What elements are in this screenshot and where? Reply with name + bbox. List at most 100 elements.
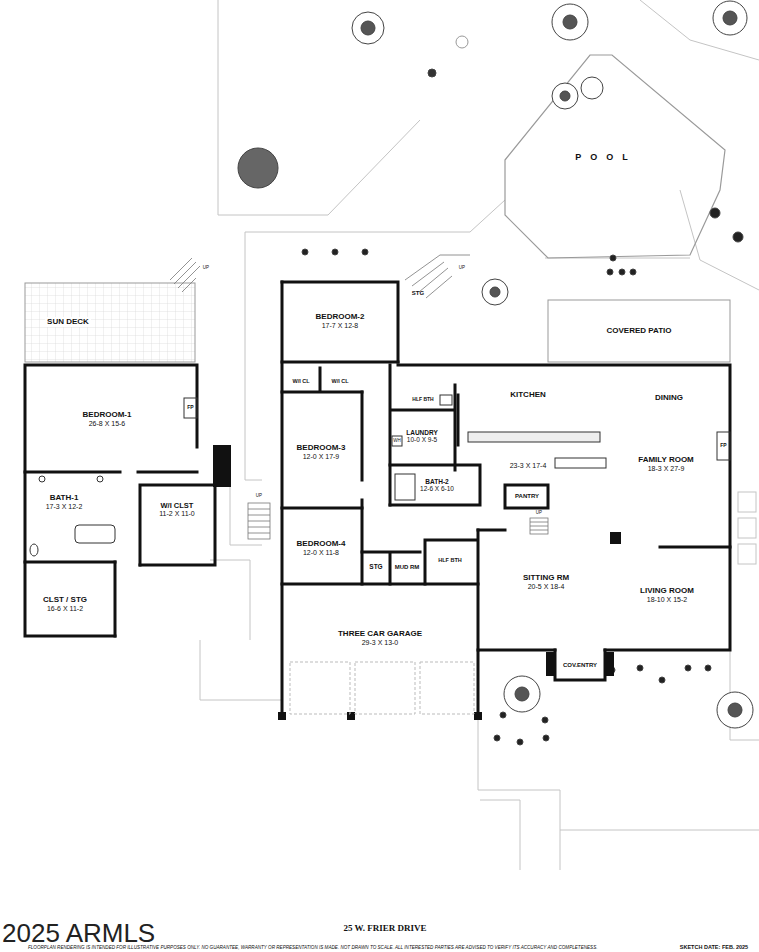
plan-label: UP [459, 265, 465, 270]
sun-deck [25, 283, 195, 362]
stairs [170, 255, 548, 539]
label-box: SKETCH DATE: FEB. 2025 [680, 944, 748, 950]
room-label: SUN DECK [44, 316, 92, 327]
plan-label: UP [536, 510, 542, 515]
room-name: BEDROOM-2 [316, 312, 365, 321]
room-label: SITTING RM20-5 X 18-4 [522, 572, 570, 591]
room-name: FAMILY ROOM [638, 455, 694, 464]
room-name: PANTRY [515, 493, 539, 500]
site-lines [200, 0, 759, 870]
room-name: BEDROOM-3 [297, 443, 346, 452]
room-label: HLF BTH [411, 396, 434, 404]
plan-label: UP [256, 493, 262, 498]
room-name: BATH-1 [46, 493, 83, 502]
room-name: THREE CAR GARAGE [338, 629, 422, 638]
walls [25, 282, 730, 718]
room-label: PANTRY [514, 492, 540, 501]
room-name: CLST / STG [43, 595, 87, 604]
room-label: W/I CLST11-2 X 11-0 [158, 501, 196, 520]
label-box: WH [393, 438, 401, 443]
covered-patio [548, 300, 730, 362]
room-dimension: 12-0 X 17-9 [297, 453, 346, 461]
plan-label: FP [187, 405, 193, 411]
room-label: BATH-117-3 X 12-2 [45, 492, 84, 511]
room-name: BEDROOM-4 [297, 539, 346, 548]
room-name: KITCHEN [510, 390, 547, 399]
fixtures [30, 395, 730, 714]
room-name: SUN DECK [45, 317, 91, 326]
room-name: HLF BTH [412, 397, 433, 403]
room-label: MUD RM [394, 563, 421, 572]
room-name: STG [369, 563, 382, 570]
room-dimension: 12-6 X 6-10 [420, 485, 454, 492]
plan-label: FLOORPLAN RENDERING IS INTENDED FOR ILLU… [28, 945, 597, 950]
room-label: BEDROOM-217-7 X 12-8 [315, 311, 366, 330]
room-dimension: 10-0 X 9-5 [406, 436, 438, 443]
wall-blocks [213, 445, 621, 720]
label-box: FP [187, 405, 193, 411]
room-label: CLST / STG16-6 X 11-2 [42, 594, 88, 613]
room-label: BEDROOM-312-0 X 17-9 [296, 442, 347, 461]
room-name: POOL [575, 152, 637, 162]
room-name: DINING [655, 393, 683, 402]
label-box: UP [536, 510, 542, 515]
room-name: COV.ENTRY [563, 662, 597, 669]
room-dimension: 26-8 X 15-6 [83, 420, 132, 428]
room-label: COVERED PATIO [605, 325, 672, 336]
plan-title: 25 W. FRIER DRIVE [343, 923, 426, 933]
room-label: STG [411, 289, 425, 298]
room-dimension: 18-3 X 27-9 [638, 465, 694, 473]
room-name: STG [412, 290, 424, 297]
room-label: THREE CAR GARAGE29-3 X 13-0 [337, 628, 423, 647]
room-label: W/I CL [330, 377, 349, 385]
label-box: UP [459, 265, 465, 270]
room-dimension: 18-10 X 15-2 [640, 596, 694, 604]
room-name: W/I CL [331, 378, 348, 384]
room-label: BATH-212-6 X 6-10 [419, 477, 455, 494]
label-box: 2025 ARMLS [2, 920, 155, 946]
room-dimension: 17-7 X 12-8 [316, 322, 365, 330]
room-label: BEDROOM-412-0 X 11-8 [296, 538, 347, 557]
room-label: LIVING ROOM18-10 X 15-2 [639, 585, 695, 604]
plan-label: 2025 ARMLS [2, 920, 155, 946]
label-box: FP [720, 443, 726, 449]
room-dimension: 29-3 X 13-0 [338, 639, 422, 647]
room-label: POOL [574, 151, 638, 163]
plan-label: FP [720, 443, 726, 449]
room-label: STG [368, 562, 383, 571]
room-dimension: 12-0 X 11-8 [297, 549, 346, 557]
pool-outline [505, 55, 725, 258]
label-box: UP [256, 493, 262, 498]
label-box: UP [203, 265, 209, 270]
room-dimension: 11-2 X 11-0 [159, 510, 195, 518]
plan-label: UP [203, 265, 209, 270]
room-label: KITCHEN 23-3 X 17-4 [509, 389, 548, 471]
room-label: W/I CL [291, 377, 310, 385]
room-name: HLF BTH [438, 557, 462, 563]
plants [238, 1, 753, 745]
title-box: 25 W. FRIER DRIVE [342, 922, 427, 934]
room-name: BEDROOM-1 [83, 410, 132, 419]
room-dimension: 17-3 X 12-2 [46, 503, 83, 511]
room-dimension: 16-6 X 11-2 [43, 605, 87, 613]
room-name: MUD RM [395, 564, 420, 571]
room-label: DINING [654, 392, 684, 403]
room-name: COVERED PATIO [606, 326, 671, 335]
label-box: FLOORPLAN RENDERING IS INTENDED FOR ILLU… [28, 945, 597, 950]
room-name: LIVING ROOM [640, 586, 694, 595]
room-label: FAMILY ROOM18-3 X 27-9 [637, 454, 695, 473]
room-dimension: 20-5 X 18-4 [523, 583, 569, 591]
room-name: LAUNDRY [406, 429, 438, 436]
room-label: LAUNDRY10-0 X 9-5 [405, 428, 439, 445]
room-name: BATH-2 [420, 478, 454, 485]
plan-label: SKETCH DATE: FEB. 2025 [680, 944, 748, 950]
room-name: W/I CLST [159, 502, 195, 511]
room-label: COV.ENTRY [562, 661, 598, 670]
room-dimension: 23-3 X 17-4 [510, 462, 547, 470]
room-label: BEDROOM-126-8 X 15-6 [82, 409, 133, 428]
plan-label: WH [393, 438, 401, 443]
room-label: HLF BTH [437, 556, 463, 564]
room-name: W/I CL [292, 378, 309, 384]
room-name: SITTING RM [523, 573, 569, 582]
